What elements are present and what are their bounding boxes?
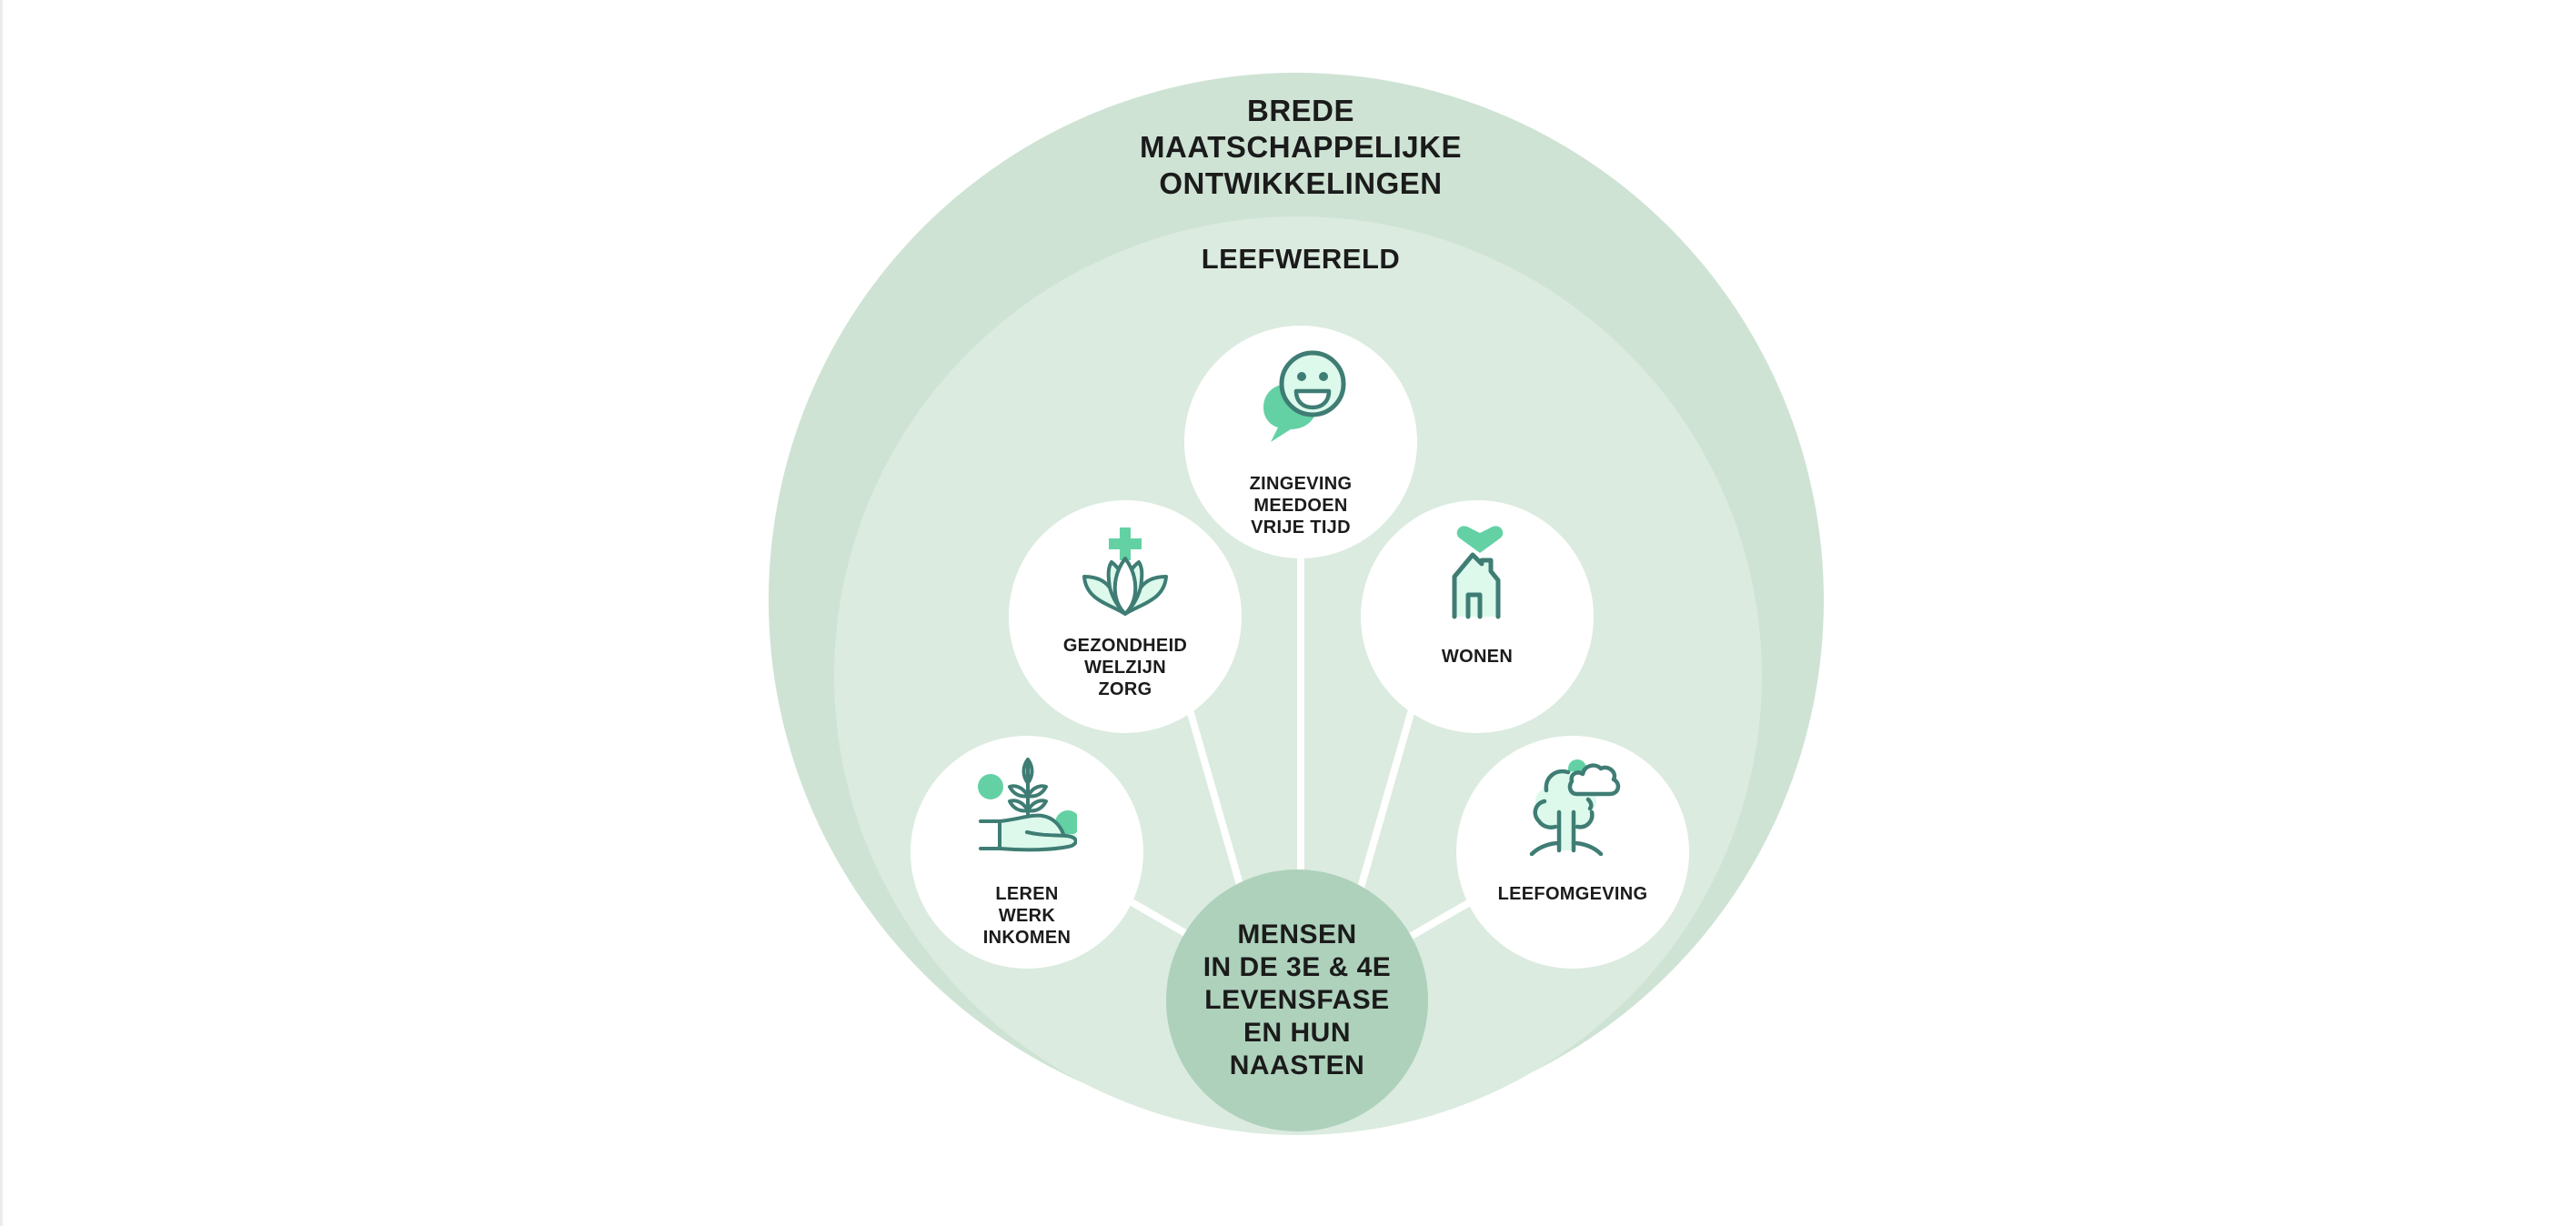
domain-node-zingeving-meedoen-vrije-tijd[interactable]: ZINGEVING MEEDOEN VRIJE TIJD — [1184, 326, 1417, 558]
house-heart-icon — [1452, 526, 1504, 619]
domain-node-wonen[interactable]: WONEN — [1361, 500, 1594, 733]
domain-label-line: INKOMEN — [982, 928, 1072, 948]
page-edge — [0, 0, 3, 1226]
center-label-line: LEVENSFASE — [1204, 985, 1390, 1015]
domain-node-leefomgeving[interactable]: LEEFOMGEVING — [1456, 736, 1689, 969]
inner-ring-label: LEEFWERELD — [1201, 243, 1401, 275]
domain-label-line: ZINGEVING — [1249, 474, 1353, 494]
outer-ring-label-line: ONTWIKKELINGEN — [1159, 166, 1443, 200]
domain-label: GEZONDHEID WELZIJN ZORG — [1018, 635, 1233, 700]
center-label-line: NAASTEN — [1229, 1050, 1365, 1080]
domain-label-line: WELZIJN — [1084, 658, 1166, 678]
outer-ring-label: BREDE MAATSCHAPPELIJKE ONTWIKKELINGEN — [1028, 93, 1574, 202]
domain-label-line: LEEFOMGEVING — [1497, 884, 1648, 904]
domain-label-line: WONEN — [1441, 647, 1514, 667]
domain-label-line: GEZONDHEID — [1062, 636, 1188, 656]
tree-cloud-icon — [1529, 759, 1621, 856]
domain-node-gezondheid-welzijn-zorg[interactable]: GEZONDHEID WELZIJN ZORG — [1009, 500, 1242, 733]
center-label-line: EN HUN — [1243, 1018, 1351, 1048]
domain-label-line: MEEDOEN — [1253, 496, 1348, 516]
domain-label: LEREN WERK INKOMEN — [920, 883, 1134, 949]
lotus-cross-icon — [1082, 528, 1168, 616]
domain-label-line: VRIJE TIJD — [1251, 518, 1351, 538]
center-label-line: IN DE 3E & 4E — [1202, 952, 1392, 982]
outer-ring-label-line: BREDE — [1246, 94, 1355, 127]
domain-label: LEEFOMGEVING — [1465, 883, 1680, 905]
domain-label-line: ZORG — [1098, 679, 1152, 699]
domain-node-leren-werk-inkomen[interactable]: LEREN WERK INKOMEN — [911, 736, 1143, 969]
outer-ring-label-line: MAATSCHAPPELIJKE — [1140, 130, 1462, 164]
domain-label-line: WERK — [998, 906, 1056, 926]
domain-label-line: LEREN — [995, 884, 1059, 904]
center-node-mensen[interactable]: MENSEN IN DE 3E & 4E LEVENSFASE EN HUN N… — [1166, 869, 1428, 1131]
center-label-line: MENSEN — [1237, 920, 1357, 950]
connector-wonen — [1353, 698, 1418, 902]
domain-label: ZINGEVING MEEDOEN VRIJE TIJD — [1193, 473, 1408, 538]
center-label: MENSEN IN DE 3E & 4E LEVENSFASE EN HUN N… — [1166, 919, 1428, 1082]
connector-gezondheid — [1183, 698, 1248, 902]
smiley-speech-bubble-icon — [1263, 350, 1346, 442]
domain-label: WONEN — [1370, 646, 1585, 668]
hand-plant-icon — [978, 758, 1077, 852]
